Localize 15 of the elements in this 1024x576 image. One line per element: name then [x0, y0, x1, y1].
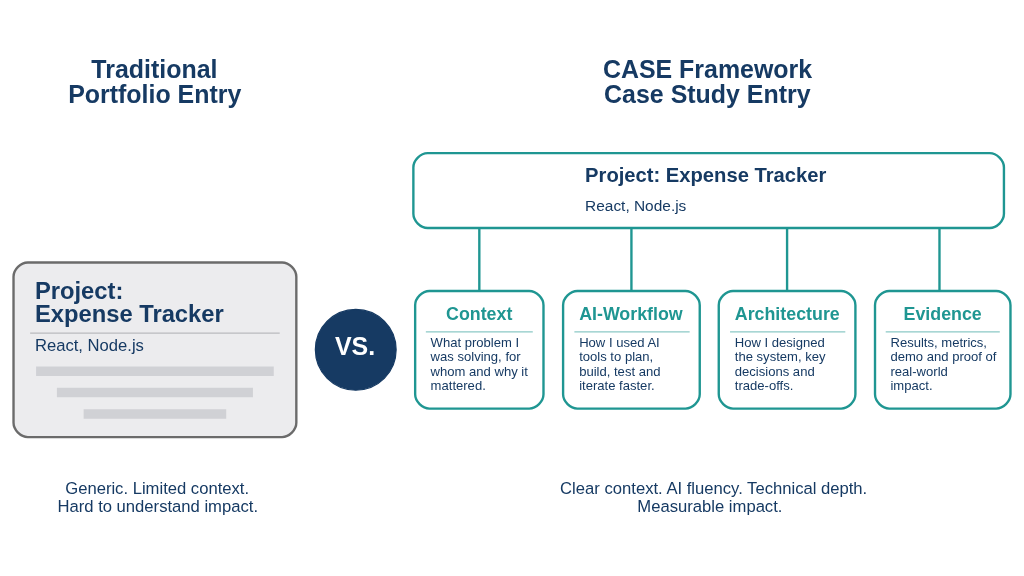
label: Traditional Portfolio Entry [68, 55, 242, 108]
connector [785, 228, 789, 291]
node-box: Architecture How I designed the system, key decisions and trade-offs. [717, 289, 857, 410]
label: Clear context. AI fluency. Technical depth. Measurable impact. [560, 479, 868, 517]
node-box: Context What problem I was solving, for whom and why it mattered. [413, 289, 545, 410]
node-box: Project: Expense Tracker React, Node.js [412, 151, 1006, 230]
node-circle: VS. [314, 308, 397, 391]
connector [938, 228, 941, 291]
node-box: Evidence Results, metrics, demo and proof of real-world impact. [873, 289, 1012, 410]
label: Generic. Limited context. Hard to understand impact. [57, 479, 259, 517]
node-box: AI-Workflow How I used AI tools to plan, build, test and iterate faster. [561, 289, 701, 410]
connector [630, 228, 633, 291]
node-box: Project: Expense Tracker React, Node.js [12, 261, 298, 439]
connector [478, 228, 481, 291]
label: CASE Framework Case Study Entry [602, 55, 813, 108]
